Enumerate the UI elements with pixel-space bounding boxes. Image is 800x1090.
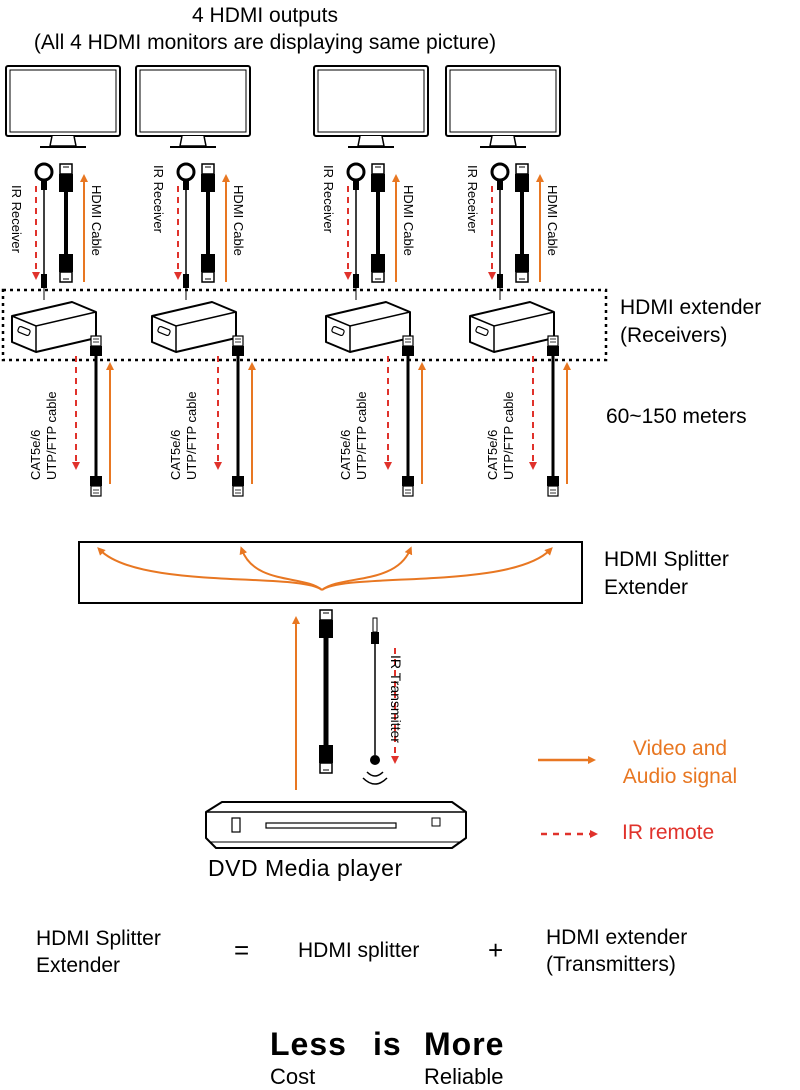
label-ir-receiver-3: IR Receiver bbox=[321, 165, 336, 233]
receiver-1 bbox=[11, 301, 97, 353]
slogan-word2: is bbox=[373, 1026, 402, 1062]
ir-transmitter bbox=[362, 617, 388, 785]
label-hdmi-cable-4: HDMI Cable bbox=[545, 185, 560, 256]
cat-label-2-line2: UTP/FTP cable bbox=[184, 391, 199, 480]
distance-label: 60~150 meters bbox=[606, 405, 747, 428]
cat-label-2-line1: CAT5e/6 bbox=[168, 429, 183, 480]
cat-label-4: CAT5e/6 UTP/FTP cable bbox=[485, 391, 517, 480]
slogan-word1: Less bbox=[270, 1026, 347, 1062]
cat-label-4-line1: CAT5e/6 bbox=[485, 429, 500, 480]
receivers-label-line2: (Receivers) bbox=[620, 324, 728, 347]
dvd-player bbox=[205, 801, 467, 849]
receiver-4 bbox=[469, 301, 555, 353]
slogan-sub2: Reliable bbox=[424, 1064, 504, 1089]
column-2 bbox=[178, 164, 226, 300]
source-hdmi-top bbox=[318, 609, 334, 639]
label-ir-receiver-4: IR Receiver bbox=[465, 165, 480, 233]
splitter-label-line1: HDMI Splitter bbox=[604, 548, 729, 571]
cat-label-1-line2: UTP/FTP cable bbox=[44, 391, 59, 480]
label-ir-receiver-2: IR Receiver bbox=[151, 165, 166, 233]
source-label: DVD Media player bbox=[208, 855, 403, 881]
equation-equals: = bbox=[234, 935, 250, 965]
column-4 bbox=[492, 164, 540, 300]
column-3 bbox=[348, 164, 396, 300]
legend-video-line2: Audio signal bbox=[622, 765, 738, 788]
equation-middle: HDMI splitter bbox=[298, 939, 420, 962]
source-hdmi-bottom bbox=[318, 744, 334, 774]
equation-plus: + bbox=[488, 935, 504, 965]
label-hdmi-cable-2: HDMI Cable bbox=[231, 185, 246, 256]
monitor-4 bbox=[445, 65, 561, 148]
monitor-2 bbox=[135, 65, 251, 148]
legend-ir-label: IR remote bbox=[622, 821, 715, 844]
label-hdmi-cable-1: HDMI Cable bbox=[89, 185, 104, 256]
diagram-subtitle: (All 4 HDMI monitors are displaying same… bbox=[33, 31, 497, 54]
column-1 bbox=[36, 164, 84, 300]
receivers-label-line1: HDMI extender bbox=[620, 296, 762, 319]
cat-label-3: CAT5e/6 UTP/FTP cable bbox=[338, 391, 370, 480]
cat-label-1-line1: CAT5e/6 bbox=[28, 429, 43, 480]
receiver-3 bbox=[325, 301, 411, 353]
equation-left-line1: HDMI Splitter bbox=[36, 927, 161, 950]
label-ir-receiver-1: IR Receiver bbox=[9, 185, 24, 253]
splitter-label-line2: Extender bbox=[604, 576, 689, 599]
slogan-word3: More bbox=[424, 1026, 505, 1062]
equation-right-line2: (Transmitters) bbox=[546, 953, 676, 976]
monitor-3 bbox=[313, 65, 429, 148]
cat-label-2: CAT5e/6 UTP/FTP cable bbox=[168, 391, 200, 480]
slogan-sub1: Cost bbox=[270, 1064, 316, 1089]
label-hdmi-cable-3: HDMI Cable bbox=[401, 185, 416, 256]
splitter-signal-curves bbox=[97, 546, 553, 591]
cat-label-1: CAT5e/6 UTP/FTP cable bbox=[28, 391, 60, 480]
diagram-title: 4 HDMI outputs bbox=[192, 4, 338, 27]
monitor-1 bbox=[5, 65, 121, 148]
equation-right-line1: HDMI extender bbox=[546, 926, 688, 949]
label-ir-transmitter: IR Transmitter bbox=[388, 655, 404, 743]
cat-label-3-line2: UTP/FTP cable bbox=[354, 391, 369, 480]
equation-left-line2: Extender bbox=[36, 954, 121, 977]
receiver-2 bbox=[151, 301, 237, 353]
cat-label-3-line1: CAT5e/6 bbox=[338, 429, 353, 480]
receivers-box bbox=[1, 288, 608, 362]
legend-video-line1: Video and bbox=[632, 737, 728, 760]
cat-label-4-line2: UTP/FTP cable bbox=[501, 391, 516, 480]
